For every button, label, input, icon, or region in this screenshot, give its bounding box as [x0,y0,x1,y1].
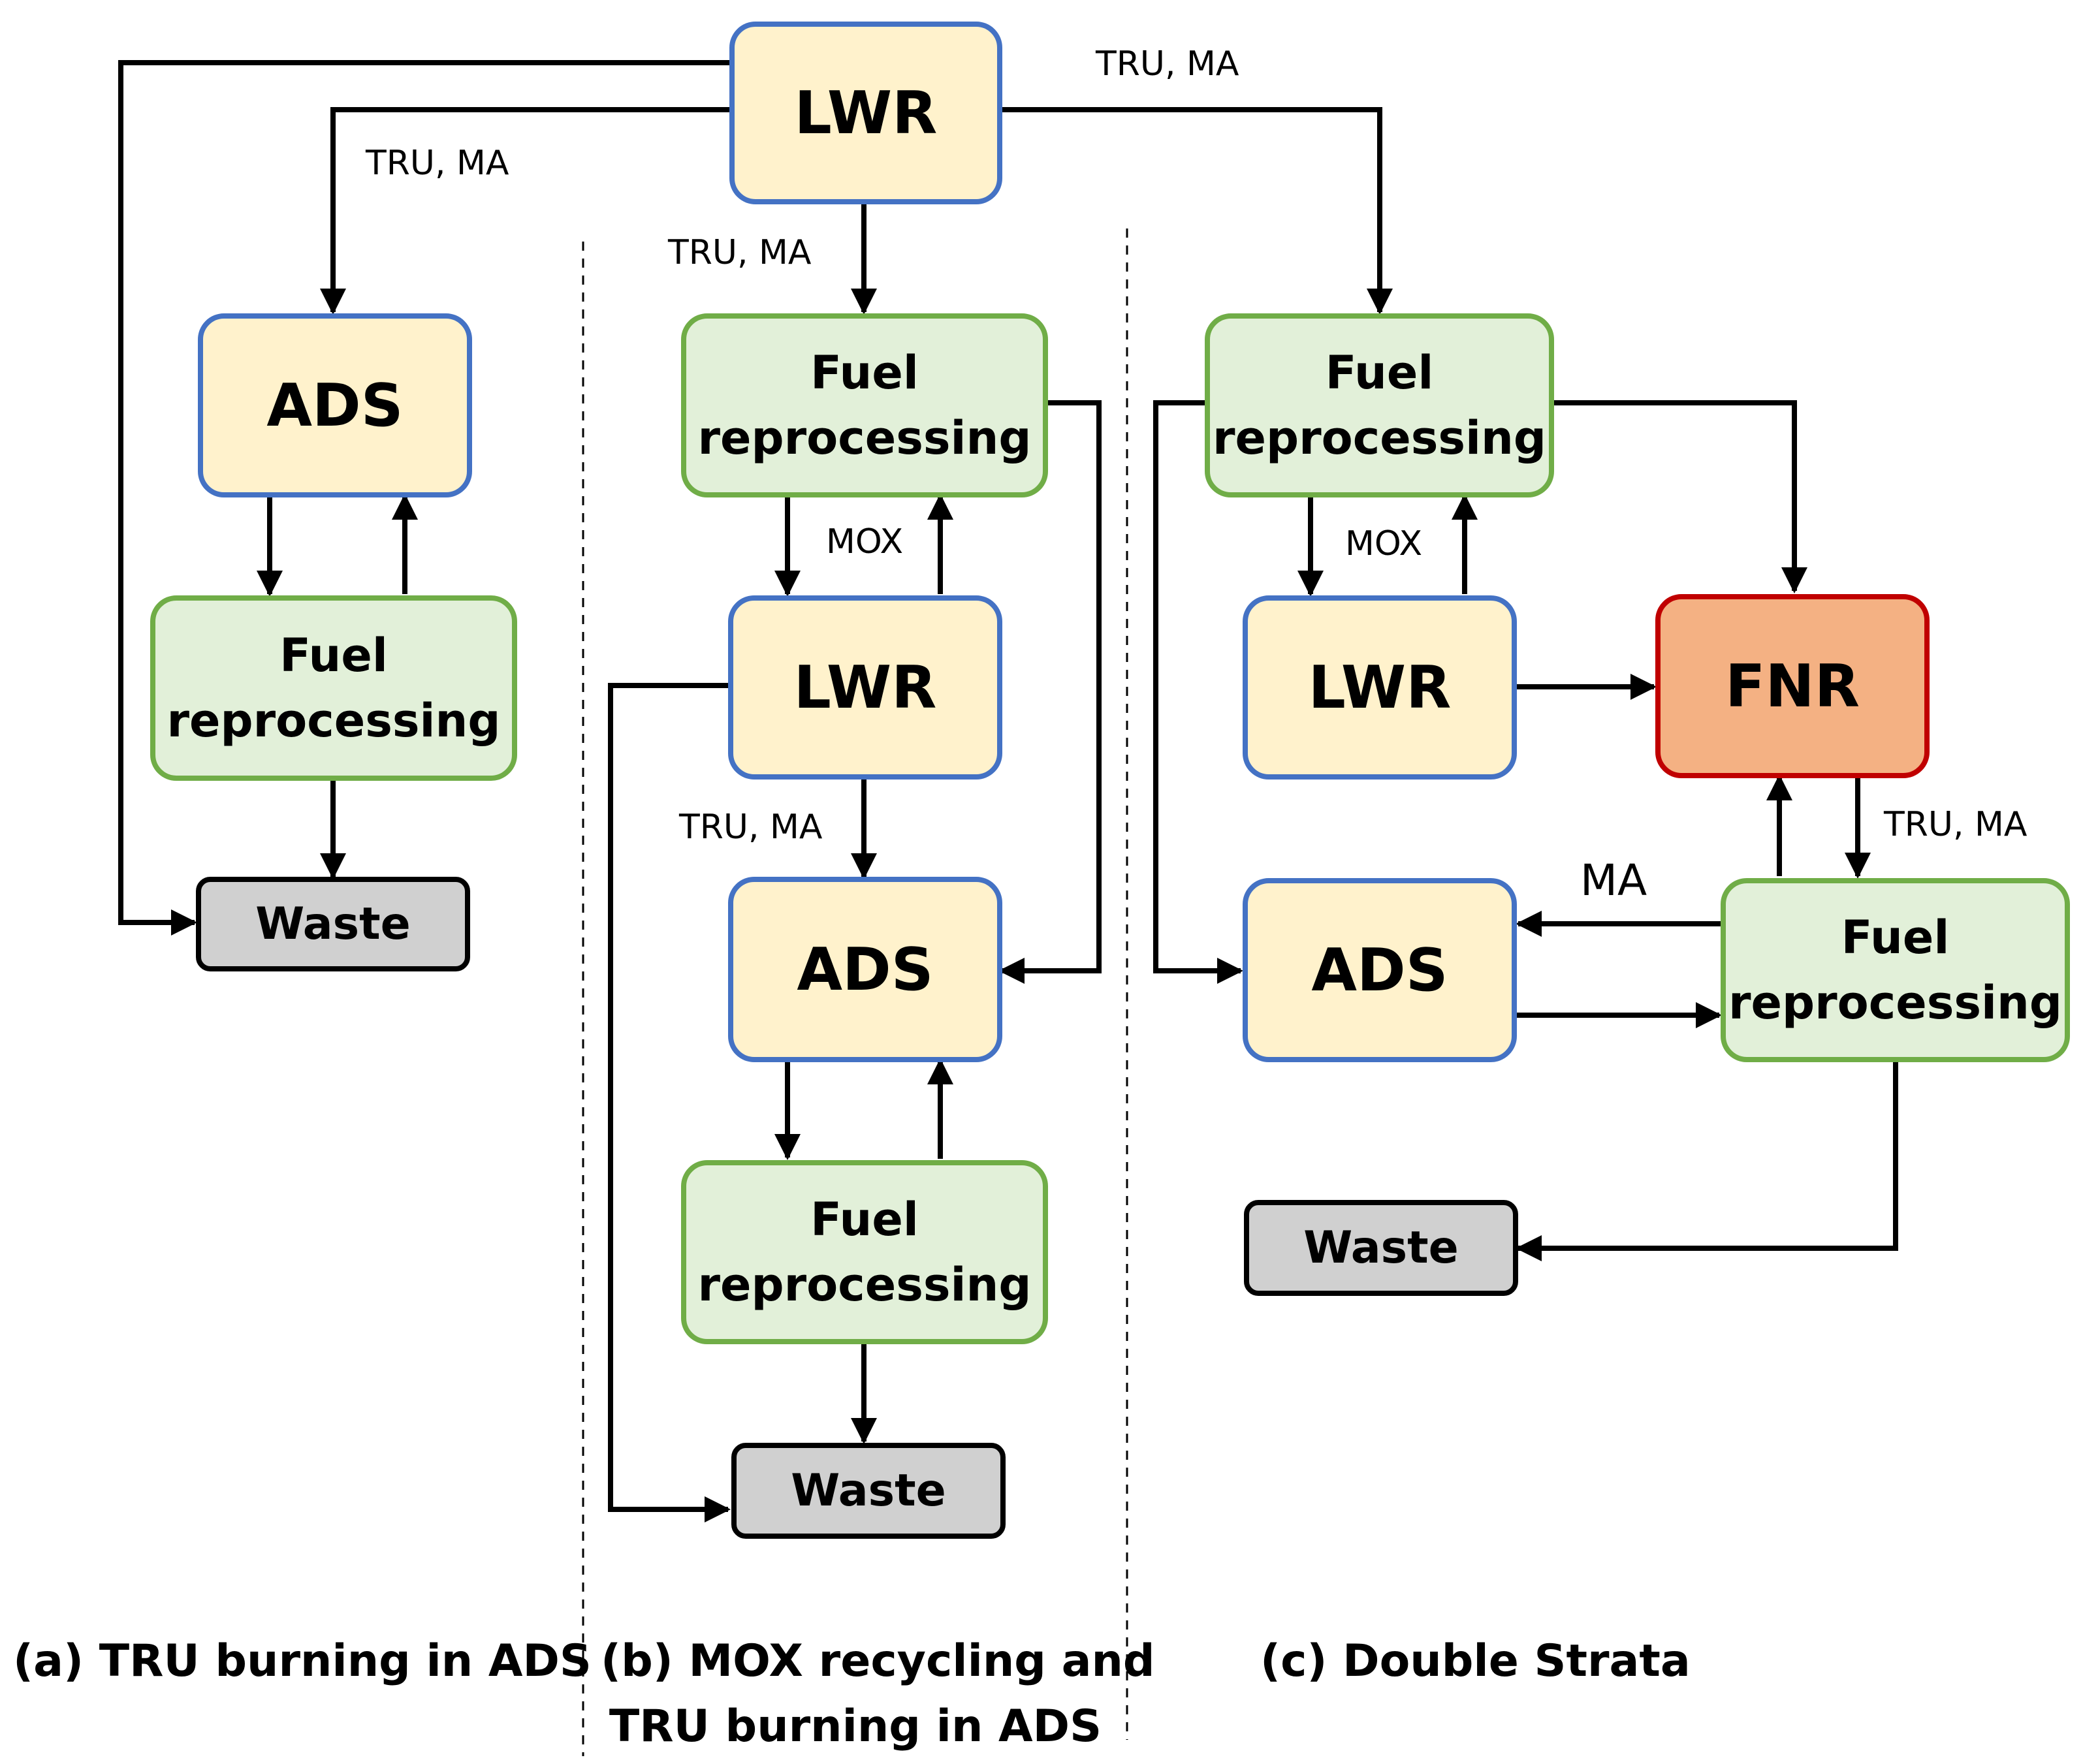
ads-box-a: ADS [198,313,472,497]
flow-label-tru-ma-a: TRU, MA [366,144,509,183]
arrow-fuel-to-fnr-c [1554,400,1807,593]
fuel-reprocessing-box-c1: Fuel reprocessing [1205,313,1554,497]
fuel-reprocessing-box-c2: Fuel reprocessing [1721,878,2070,1062]
ads-box-b: ADS [728,877,1002,1062]
flow-label-mox-b: MOX [826,522,904,561]
caption-b-line1: (b) MOX recycling and [601,1635,1155,1687]
arrow-fuel-to-ads-c [1153,400,1243,984]
arrow-lwr-to-waste-a [118,60,731,936]
caption-b-line2: TRU burning in ADS [609,1701,1102,1752]
arrow-fuel-to-waste-c [1516,1061,1898,1261]
caption-c: (c) Double Strata [1260,1635,1691,1687]
caption-a: (a) TRU burning in ADS [13,1635,592,1687]
caption-b: (b) MOX recycling and TRU burning in ADS [601,1629,1155,1759]
flow-label-ma-c: MA [1580,855,1647,906]
waste-box-a: Waste [196,877,470,971]
fnr-box-c: FNR [1655,594,1930,778]
arrow-lwr-to-ads-a [320,107,731,315]
fuel-reprocessing-box-b1: Fuel reprocessing [681,313,1048,497]
lwr-box-b: LWR [728,595,1002,780]
arrow-lwr-to-waste-b [608,683,731,1522]
fuel-reprocessing-box-b2: Fuel reprocessing [681,1160,1048,1344]
flow-label-tru-ma-c-top: TRU, MA [1096,44,1239,84]
lwr-box-c: LWR [1243,595,1517,780]
waste-box-c: Waste [1244,1200,1518,1296]
flow-label-tru-ma-b-top: TRU, MA [668,233,812,272]
fuel-reprocessing-box-a: Fuel reprocessing [150,595,517,781]
lwr-top-box: LWR [729,22,1002,204]
ads-box-c: ADS [1243,878,1517,1062]
flow-label-tru-ma-c-fnr: TRU, MA [1884,805,2027,844]
arrow-lwr-to-fuel-c [1001,107,1393,315]
flow-label-tru-ma-b-lwr: TRU, MA [679,808,823,847]
waste-box-b: Waste [731,1443,1006,1539]
arrow-fuel-to-ads-b [998,400,1102,984]
flow-label-mox-c: MOX [1345,524,1423,563]
